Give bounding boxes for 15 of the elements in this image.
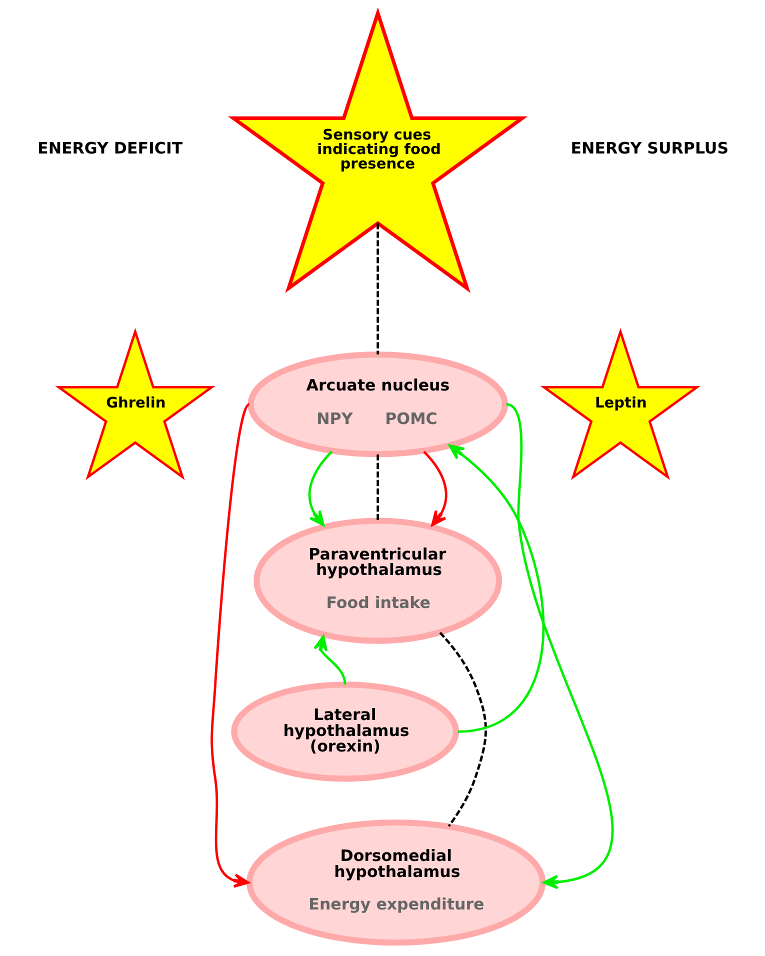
node-ellipse: Paraventricular hypothalamus Food intake [253, 518, 502, 644]
connector [376, 454, 379, 520]
arrow [313, 635, 346, 685]
arrow [308, 450, 332, 526]
connector [438, 632, 486, 827]
arrow [210, 404, 250, 888]
arrow [422, 450, 447, 526]
node-ellipse: Dorsomedial hypothalamus Energy expenditure [246, 819, 546, 946]
label: ENERGY DEFICIT [37, 138, 182, 158]
label: ENERGY SURPLUS [570, 138, 728, 158]
arrow [506, 403, 612, 890]
node-ellipse: Arcuate nucleus NPY POMC [247, 352, 508, 458]
arrow [448, 444, 544, 733]
node-ellipse: Lateral hypothalamus (orexin) [230, 682, 459, 782]
connector [376, 223, 379, 354]
